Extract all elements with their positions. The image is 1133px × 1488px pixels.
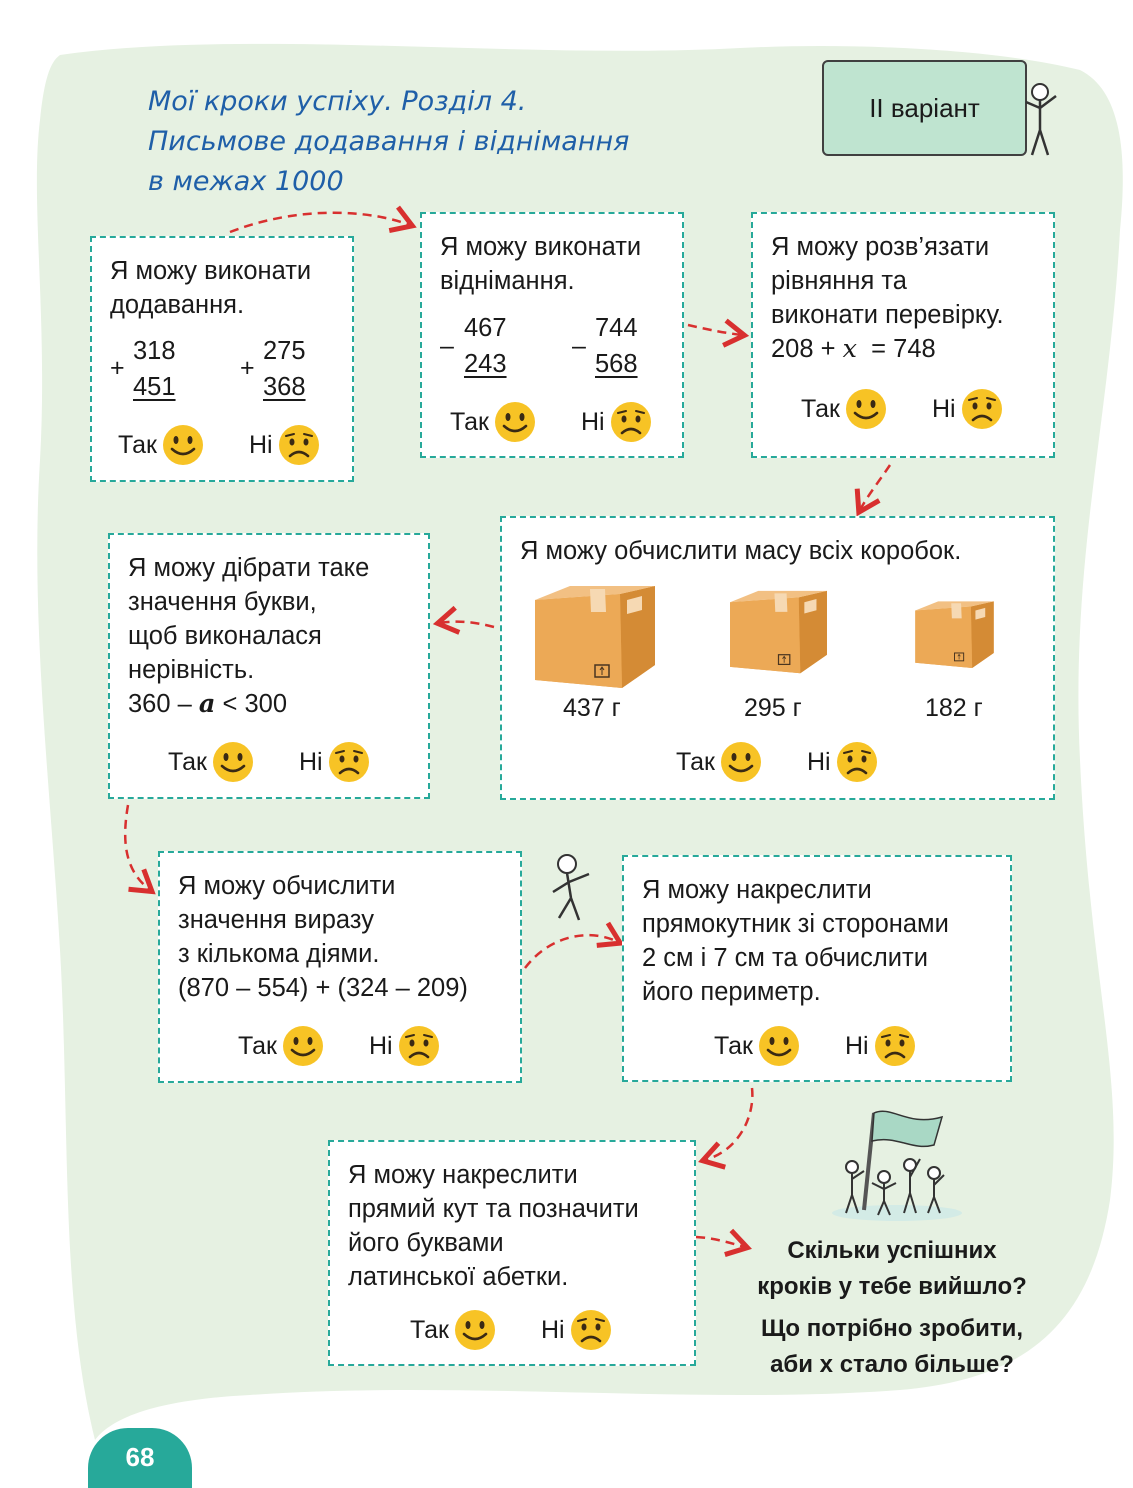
worried-face-icon[interactable]: [277, 423, 321, 467]
box-mass-2: 295 г: [744, 694, 802, 722]
stick-figure-icon: [1025, 83, 1057, 156]
page-title: Мої кроки успіху. Розділ 4. Письмове дод…: [148, 86, 630, 197]
answer-row: Так Ні: [714, 1024, 917, 1068]
yes-label: Так: [801, 394, 840, 423]
answer-row: Так Ні: [676, 740, 879, 784]
worried-face-icon[interactable]: [397, 1024, 441, 1068]
no-label: Ні: [807, 747, 831, 776]
answer-row: Так Ні: [168, 740, 371, 784]
worried-face-icon[interactable]: [609, 400, 653, 444]
no-label: Ні: [541, 1315, 565, 1344]
no-label: Ні: [581, 407, 605, 436]
box-mass-1: 437 г: [563, 694, 621, 722]
yes-label: Так: [450, 407, 489, 436]
no-label: Ні: [249, 430, 273, 459]
answer-row: Так Ні: [410, 1308, 613, 1352]
answer-row: Так Ні: [118, 423, 321, 467]
reflection-question: Скільки успішних кроків у тебе вийшло? Щ…: [757, 1237, 1027, 1378]
column-subtraction-2: 744 568: [595, 314, 638, 378]
no-label: Ні: [369, 1031, 393, 1060]
flag-group-icon: [832, 1110, 962, 1221]
equation-expression: 208 + x = 748: [771, 334, 936, 364]
stick-figure-icon: [552, 854, 590, 921]
page-number: 68: [88, 1428, 192, 1488]
column-subtraction-1: 467 243: [464, 314, 507, 378]
step-equation: Я можу розв’язати рівняння та виконати п…: [751, 212, 1055, 458]
yes-label: Так: [168, 747, 207, 776]
yes-label: Так: [410, 1315, 449, 1344]
smiling-face-icon[interactable]: [493, 400, 537, 444]
column-addition-1: 318 451: [133, 337, 176, 401]
cardboard-box-icon: [530, 580, 660, 695]
worried-face-icon[interactable]: [569, 1308, 613, 1352]
box-mass-3: 182 г: [925, 694, 983, 722]
yes-label: Так: [714, 1031, 753, 1060]
no-label: Ні: [845, 1031, 869, 1060]
cardboard-box-icon: [726, 585, 831, 680]
yes-label: Так: [238, 1031, 277, 1060]
yes-label: Так: [676, 747, 715, 776]
inequality-expression: 360 – a < 300: [128, 689, 288, 719]
smiling-face-icon[interactable]: [719, 740, 763, 784]
worried-face-icon[interactable]: [960, 387, 1004, 431]
no-label: Ні: [299, 747, 323, 776]
smiling-face-icon[interactable]: [281, 1024, 325, 1068]
cardboard-box-icon: [912, 595, 997, 675]
smiling-face-icon[interactable]: [211, 740, 255, 784]
smiling-face-icon[interactable]: [844, 387, 888, 431]
smiling-face-icon[interactable]: [453, 1308, 497, 1352]
column-addition-2: 275 368: [263, 337, 306, 401]
step-rectangle: Я можу накреслити прямокутник зі сторона…: [622, 855, 1012, 1082]
answer-row: Так Ні: [801, 387, 1004, 431]
smiling-face-icon[interactable]: [757, 1024, 801, 1068]
step-angle: Я можу накреслити прямий кут та позначит…: [328, 1140, 696, 1366]
worried-face-icon[interactable]: [327, 740, 371, 784]
answer-row: Так Ні: [450, 400, 653, 444]
yes-label: Так: [118, 430, 157, 459]
worried-face-icon[interactable]: [835, 740, 879, 784]
step-expression: Я можу обчислити значення виразу з кільк…: [158, 851, 522, 1083]
variant-sign: ІІ варіант: [822, 60, 1027, 156]
answer-row: Так Ні: [238, 1024, 441, 1068]
smiling-face-icon[interactable]: [161, 423, 205, 467]
step-inequality: Я можу дібрати таке значення букви, щоб …: [108, 533, 430, 799]
no-label: Ні: [932, 394, 956, 423]
worried-face-icon[interactable]: [873, 1024, 917, 1068]
